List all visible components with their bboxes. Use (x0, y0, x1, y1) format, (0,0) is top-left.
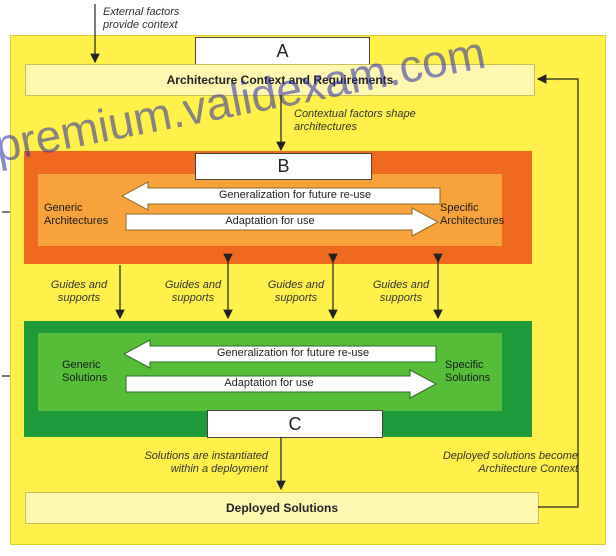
diagram-panel (10, 35, 606, 545)
guides-label-4: Guides and supports (372, 279, 430, 304)
architectures-inner (38, 174, 502, 246)
contextual-factors-note: Contextual factors shape architectures (294, 108, 416, 133)
guides-label-3: Guides and supports (267, 279, 325, 304)
architecture-context-bar: Architecture Context and Requirements (25, 64, 535, 96)
deployed-solutions-bar: Deployed Solutions (25, 492, 539, 524)
box-b: B (195, 153, 372, 180)
adaptation-arrow-architectures (125, 207, 440, 237)
guides-label-2: Guides and supports (164, 279, 222, 304)
adaptation-label-solutions: Adaptation for use (224, 377, 314, 389)
adaptation-arrow-solutions (125, 369, 438, 399)
box-a: A (195, 37, 370, 65)
feedback-loop-arrow (536, 74, 579, 508)
generic-solutions-label: Generic Solutions (62, 359, 108, 384)
specific-architectures-label: Specific Architectures (440, 202, 505, 227)
guides-label-1: Guides and supports (50, 279, 108, 304)
specific-solutions-label: Specific Solutions (445, 359, 491, 384)
generalization-arrow-architectures (120, 181, 441, 211)
generic-architectures-label: Generic Architectures (44, 202, 109, 227)
instantiated-note: Solutions are instantiated within a depl… (144, 450, 268, 475)
deployed-context-note: Deployed solutions become Architecture C… (442, 450, 578, 475)
generalization-label-architectures: Generalization for future re-use (218, 189, 372, 201)
external-factors-note: External factors provide context (103, 6, 180, 31)
generalization-label-solutions: Generalization for future re-use (216, 347, 370, 359)
box-c: C (207, 410, 383, 438)
generalization-arrow-solutions (122, 339, 437, 369)
adaptation-label-architectures: Adaptation for use (225, 215, 315, 227)
